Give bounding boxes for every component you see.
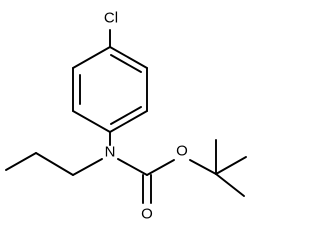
atom-label-ester-oxygen: O xyxy=(176,143,188,160)
bond-ester-o-quaternary-c xyxy=(189,159,217,175)
structure-canvas: Cl N O O xyxy=(5,9,247,223)
ring-double-bond-2 xyxy=(110,106,142,125)
bond-propyl-c1-c2 xyxy=(35,152,74,176)
atom-label-nitrogen: N xyxy=(105,144,116,161)
atom-label-carbonyl-oxygen: O xyxy=(141,206,153,223)
bond-propyl-c2-c3 xyxy=(5,152,37,171)
bond-n-propyl-c1 xyxy=(72,158,103,176)
bond-carbonyl-c-ester-o xyxy=(146,159,175,176)
ring-double-bond-1 xyxy=(110,54,142,73)
bond-n-carbonyl-c xyxy=(117,158,148,176)
bond-tbutyl-methyl-down xyxy=(215,173,245,197)
ring-bond-4 xyxy=(72,110,111,133)
bond-tbutyl-methyl-right xyxy=(215,156,247,175)
atom-label-chlorine: Cl xyxy=(104,10,118,27)
ring-bond-3 xyxy=(109,110,148,133)
molecule-structure: Cl N O O xyxy=(5,10,247,223)
ring-bond-1 xyxy=(109,46,148,69)
ring-bond-6 xyxy=(72,46,111,69)
